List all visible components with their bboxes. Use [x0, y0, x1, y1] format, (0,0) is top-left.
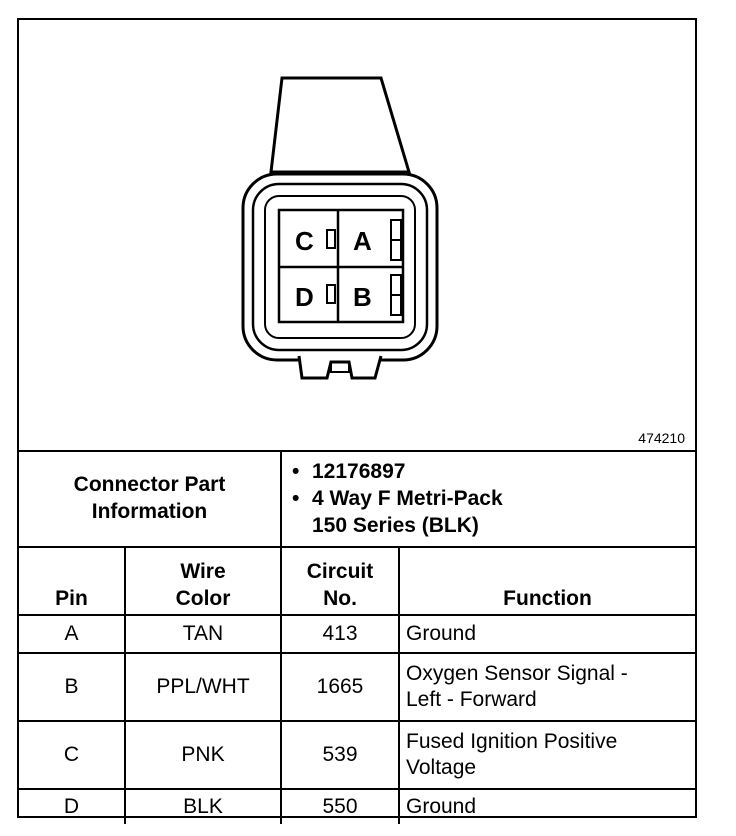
part-info-details: 12176897 4 Way F Metri-Pack 150 Series (… — [280, 450, 695, 548]
connector-diagram: C A D B 474210 — [19, 20, 695, 452]
connector-description: 4 Way F Metri-Pack — [292, 485, 689, 512]
connector-series: 150 Series (BLK) — [312, 513, 479, 537]
cell-pin: C — [19, 720, 126, 790]
cell-function: Oxygen Sensor Signal - Left - Forward — [398, 652, 695, 722]
part-info-row: Connector Part Information 12176897 4 Wa… — [19, 450, 695, 548]
cell-wire-color: PNK — [124, 720, 282, 790]
table-row: B PPL/WHT 1665 Oxygen Sensor Signal - Le… — [19, 652, 695, 722]
header-circuit-no: Circuit No. — [280, 546, 400, 616]
cell-function: Ground — [398, 788, 695, 824]
cell-wire-color: PPL/WHT — [124, 652, 282, 722]
cell-circuit: 1665 — [280, 652, 400, 722]
pin-label-b: B — [353, 282, 372, 312]
cell-circuit: 413 — [280, 614, 400, 654]
pin-label-a: A — [353, 226, 372, 256]
cell-pin: D — [19, 788, 126, 824]
connector-latch — [297, 355, 383, 380]
cell-circuit: 550 — [280, 788, 400, 824]
connector-pinout-table: Connector Part Information 12176897 4 Wa… — [19, 450, 695, 824]
header-function: Function — [398, 546, 695, 616]
cell-pin: B — [19, 652, 126, 722]
header-pin: Pin — [19, 546, 126, 616]
table-row: A TAN 413 Ground — [19, 614, 695, 654]
connector-drawing: C A D B — [241, 76, 439, 380]
header-row: Pin Wire Color Circuit No. Function — [19, 546, 695, 616]
connector-frame: C A D B 474210 Connector Part Informatio… — [17, 18, 697, 824]
cell-function: Fused Ignition Positive Voltage — [398, 720, 695, 790]
cell-wire-color: TAN — [124, 614, 282, 654]
cell-wire-color: BLK — [124, 788, 282, 824]
cell-function: Ground — [398, 614, 695, 654]
figure-id: 474210 — [638, 430, 685, 446]
pin-label-d: D — [295, 282, 314, 312]
wire-boot — [269, 76, 412, 174]
cell-pin: A — [19, 614, 126, 654]
header-wire-color: Wire Color — [124, 546, 282, 616]
table-row: C PNK 539 Fused Ignition Positive Voltag… — [19, 720, 695, 790]
cell-circuit: 539 — [280, 720, 400, 790]
part-info-label: Connector Part Information — [19, 450, 282, 548]
pin-label-c: C — [295, 226, 314, 256]
table-row: D BLK 550 Ground — [19, 788, 695, 824]
part-number: 12176897 — [292, 458, 689, 485]
